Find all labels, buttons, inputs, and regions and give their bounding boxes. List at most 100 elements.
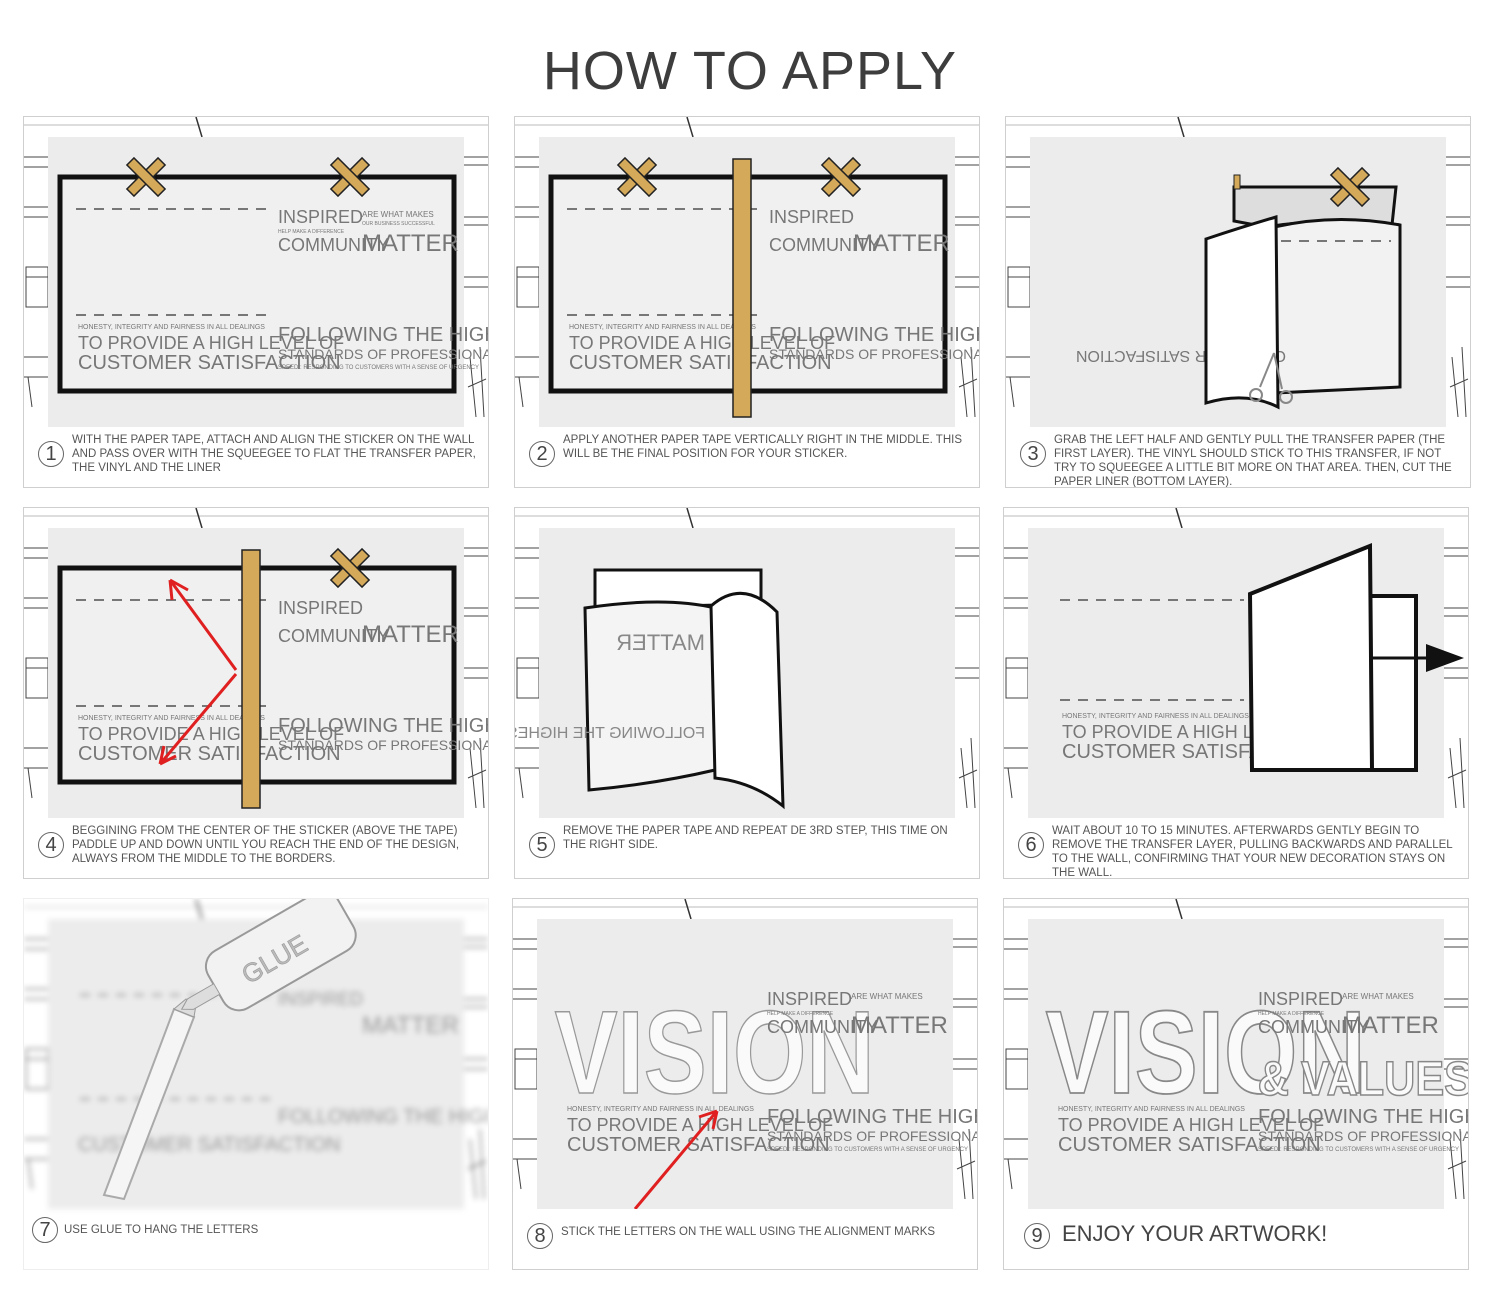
text-following: FOLLOWING THE HIGHEST	[1258, 1106, 1468, 1128]
text-inspired: INSPIRED	[767, 989, 852, 1009]
text-standards: STANDARDS OF PROFESSIONALISM	[278, 737, 488, 753]
step-number: 3	[1020, 441, 1046, 467]
text-provide: TO PROVIDE A HIGH LEVEL OF	[1058, 1115, 1324, 1135]
step-instruction: USE GLUE TO HANG THE LETTERS	[64, 1224, 259, 1236]
text-inspired: INSPIRED	[769, 207, 854, 227]
step-illustration: VISION INSPIRED HELP MAKE A DIFFERENCE C…	[1004, 899, 1468, 1209]
text-standards: STANDARDS OF PROFESSIONALISM	[769, 346, 979, 362]
step-illustration: INSPIRED MATTER FOLLOWING THE HIGHEST CU…	[24, 899, 488, 1209]
step-card-6: HONESTY, INTEGRITY AND FAIRNESS IN ALL D…	[1003, 507, 1469, 879]
text-speed: SPEED : RESPONDING TO CUSTOMERS WITH A S…	[278, 365, 479, 371]
text-customer: CUSTOMER SATISFACTION	[567, 1134, 830, 1156]
text-honesty: HONESTY, INTEGRITY AND FAIRNESS IN ALL D…	[78, 324, 265, 331]
letters-values: & VALUES	[1258, 1052, 1468, 1106]
letters-vision: VISION	[1046, 986, 1366, 1119]
step-illustration: CUSTOMER SATISFACTION	[1006, 117, 1470, 427]
step-instruction: APPLY ANOTHER PAPER TAPE VERTICALLY RIGH…	[563, 434, 962, 460]
text-customer: CUSTOMER SATISFACTION	[569, 352, 832, 374]
text-business: OUR BUSINESS SUCCESSFUL	[362, 221, 435, 227]
text-following: FOLLOWING THE HIGHEST	[769, 324, 979, 346]
step-instruction: REMOVE THE PAPER TAPE AND REPEAT DE 3RD …	[563, 825, 948, 851]
text-community: COMMUNITY	[278, 235, 389, 255]
text-speed: SPEED : RESPONDING TO CUSTOMERS WITH A S…	[767, 1147, 968, 1153]
text-help: HELP MAKE A DIFFERENCE	[278, 229, 345, 235]
step-number: 5	[529, 832, 555, 858]
text-community: COMMUNITY	[278, 626, 389, 646]
scissors-icon	[1249, 352, 1293, 404]
step-number: 6	[1018, 832, 1044, 858]
text-matter: MATTER	[1342, 1012, 1439, 1039]
text-customer: CUSTOMER SATISFACTION	[78, 352, 341, 374]
squeegee-direction-arrow-icon	[158, 578, 238, 766]
text-help: HELP MAKE A DIFFERENCE	[767, 1011, 834, 1017]
text-customer: CUSTOMER SATISFACTION	[78, 1134, 341, 1156]
step-instruction: WAIT ABOUT 10 TO 15 MINUTES. AFTERWARDS …	[1052, 825, 1453, 879]
text-community: COMMUNITY	[1258, 1017, 1369, 1037]
text-matter: MATTER	[851, 1012, 948, 1039]
step-number: 1	[38, 441, 64, 467]
text-are-what: ARE WHAT MAKES	[1342, 992, 1414, 1001]
pull-arrow-icon	[1426, 644, 1464, 672]
text-standards: STANDARDS OF PROFESSIONALISM	[278, 346, 488, 362]
step-number: 4	[38, 832, 64, 858]
text-community: COMMUNITY	[769, 235, 880, 255]
vertical-tape	[241, 549, 261, 809]
text-matter: MATTER	[362, 1012, 459, 1039]
step-instruction: GRAB THE LEFT HALF AND GENTLY PULL THE T…	[1054, 434, 1452, 488]
letters-vision: VISION	[555, 986, 875, 1119]
text-standards: STANDARDS OF PROFESSIONALISM	[1258, 1128, 1468, 1144]
step-illustration: INSPIRED HELP MAKE A DIFFERENCE COMMUNIT…	[24, 117, 488, 427]
step-illustration: VISION INSPIRED HELP MAKE A DIFFERENCE C…	[513, 899, 977, 1209]
step-number: 2	[529, 441, 555, 467]
step-card-2: INSPIRED COMMUNITY MATTER HONESTY, INTEG…	[514, 116, 980, 488]
step-card-9: VISION INSPIRED HELP MAKE A DIFFERENCE C…	[1003, 898, 1469, 1270]
text-inspired: INSPIRED	[278, 598, 363, 618]
text-following: FOLLOWING THE HIGHEST	[278, 715, 488, 737]
step-instruction: STICK THE LETTERS ON THE WALL USING THE …	[561, 1226, 936, 1238]
text-honesty: HONESTY, INTEGRITY AND FAIRNESS IN ALL D…	[78, 715, 265, 722]
text-help: HELP MAKE A DIFFERENCE	[1258, 1011, 1325, 1017]
step-illustration: HONESTY, INTEGRITY AND FAIRNESS IN ALL D…	[1004, 508, 1468, 818]
text-following-mirrored: FOLLOWING THE HIGHEST	[515, 725, 705, 742]
text-are-what: ARE WHAT MAKES	[362, 210, 434, 219]
text-following: FOLLOWING THE HIGHEST	[767, 1106, 977, 1128]
step-card-8: VISION INSPIRED HELP MAKE A DIFFERENCE C…	[512, 898, 978, 1270]
page-title: HOW TO APPLY	[542, 41, 958, 101]
text-honesty: HONESTY, INTEGRITY AND FAIRNESS IN ALL D…	[567, 1106, 754, 1113]
text-provide: TO PROVIDE A HIGH LEVEL OF	[569, 333, 835, 353]
text-provide: TO PROVIDE A HIGH LEVEL OF	[78, 724, 344, 744]
step-card-5: MATTER FOLLOWING THE HIGHEST 5 REMOVE TH…	[514, 507, 980, 879]
alignment-arrow-icon	[633, 1109, 719, 1209]
step-number: 8	[527, 1223, 553, 1249]
text-honesty: HONESTY, INTEGRITY AND FAIRNESS IN ALL D…	[1058, 1106, 1245, 1113]
step-card-3: CUSTOMER SATISFACTION 3 GRAB THE LEFT HA…	[1005, 116, 1471, 488]
text-honesty: HONESTY, INTEGRITY AND FAIRNESS IN ALL D…	[1062, 713, 1249, 720]
step-card-7: INSPIRED MATTER FOLLOWING THE HIGHEST CU…	[23, 898, 489, 1270]
step-illustration: INSPIRED COMMUNITY MATTER HONESTY, INTEG…	[24, 508, 488, 818]
vertical-tape	[732, 158, 752, 418]
text-inspired: INSPIRED	[278, 207, 363, 227]
step-instruction: BEGGINING FROM THE CENTER OF THE STICKER…	[72, 825, 460, 865]
step-instruction: WITH THE PAPER TAPE, ATTACH AND ALIGN TH…	[72, 434, 476, 474]
text-speed: SPEED : RESPONDING TO CUSTOMERS WITH A S…	[1258, 1147, 1459, 1153]
text-community: COMMUNITY	[767, 1017, 878, 1037]
step-number: 7	[32, 1217, 58, 1243]
text-standards: STANDARDS OF PROFESSIONALISM	[767, 1128, 977, 1144]
text-matter: MATTER	[853, 230, 950, 257]
step-illustration: INSPIRED COMMUNITY MATTER HONESTY, INTEG…	[515, 117, 979, 427]
text-honesty: HONESTY, INTEGRITY AND FAIRNESS IN ALL D…	[569, 324, 756, 331]
text-are-what: ARE WHAT MAKES	[851, 992, 923, 1001]
text-following: FOLLOWING THE HIGHEST	[278, 324, 488, 346]
step-card-4: INSPIRED COMMUNITY MATTER HONESTY, INTEG…	[23, 507, 489, 879]
step-card-1: INSPIRED HELP MAKE A DIFFERENCE COMMUNIT…	[23, 116, 489, 488]
text-customer: CUSTOMER SATISFACTION	[1058, 1134, 1321, 1156]
text-matter: MATTER	[362, 230, 459, 257]
step-number: 9	[1024, 1223, 1050, 1249]
text-inspired: INSPIRED	[1258, 989, 1343, 1009]
text-following: FOLLOWING THE HIGHEST	[278, 1106, 488, 1128]
step-instruction: ENJOY YOUR ARTWORK!	[1062, 1221, 1328, 1246]
step-illustration: MATTER FOLLOWING THE HIGHEST	[515, 508, 979, 818]
text-customer: CUSTOMER SATISFACTION	[78, 743, 341, 765]
text-provide: TO PROVIDE A HIGH LEVEL OF	[78, 333, 344, 353]
text-provide: TO PROVIDE A HIGH LEVEL OF	[567, 1115, 833, 1135]
